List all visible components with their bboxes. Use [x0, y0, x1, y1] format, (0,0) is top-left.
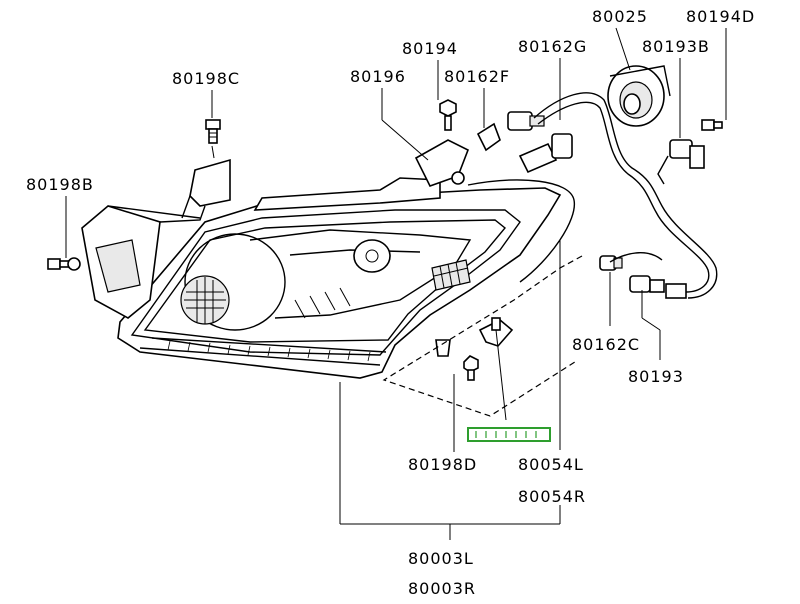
part-labels: 80025 80194D 80194 80162G 80193B 80198C … [26, 7, 755, 598]
side-bracket [81, 205, 206, 319]
screw-80194D [701, 119, 723, 131]
label-80194D[interactable]: 80194D [686, 7, 755, 26]
label-80162F[interactable]: 80162F [444, 67, 510, 86]
label-80193[interactable]: 80193 [628, 367, 684, 386]
bulb-80162C [599, 255, 623, 271]
label-80198C[interactable]: 80198C [172, 69, 240, 88]
label-80162G[interactable]: 80162G [518, 37, 587, 56]
bulb-80162G [507, 111, 573, 174]
label-80196[interactable]: 80196 [350, 67, 406, 86]
screw-80198D [463, 355, 479, 381]
screw-80198C [205, 119, 221, 144]
leader-lines [65, 27, 727, 540]
bulb-80162F [476, 122, 501, 152]
socket-80193 [629, 275, 687, 299]
label-80003L[interactable]: 80003L [408, 549, 474, 568]
screw-80198B [47, 257, 81, 271]
trim-arc [467, 179, 576, 283]
label-80054L[interactable]: 80054L [518, 455, 584, 474]
headlamp-assembly [117, 177, 562, 379]
label-80162C[interactable]: 80162C [572, 335, 640, 354]
cap-80025 [607, 65, 671, 127]
socket-80193B [657, 139, 705, 185]
label-80003R[interactable]: 80003R [408, 579, 476, 598]
label-80054R[interactable]: 80054R [518, 487, 586, 506]
adjuster-dashed-outline [382, 255, 583, 417]
wire-harness [533, 92, 718, 299]
label-80198B[interactable]: 80198B [26, 175, 94, 194]
label-80198D[interactable]: 80198D [408, 455, 477, 474]
label-80025[interactable]: 80025 [592, 7, 648, 26]
label-80194[interactable]: 80194 [402, 39, 458, 58]
top-bracket [181, 158, 231, 219]
clip-80196 [414, 139, 470, 187]
highlighted-part-plate[interactable] [467, 427, 551, 442]
label-80193B[interactable]: 80193B [642, 37, 710, 56]
screw-80194 [439, 99, 457, 131]
